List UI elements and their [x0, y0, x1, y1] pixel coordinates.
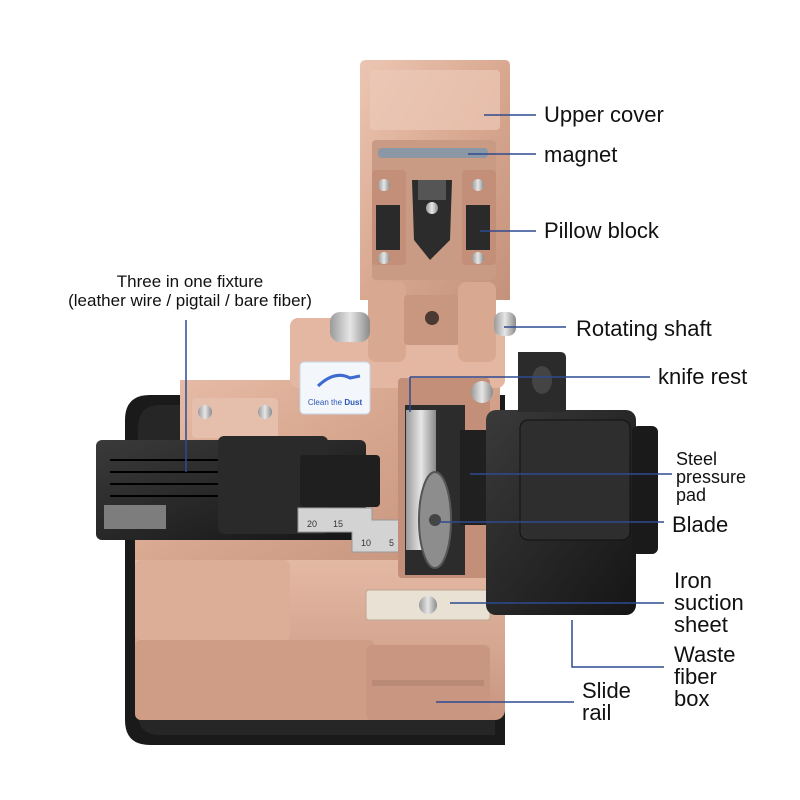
label-blade: Blade [672, 512, 729, 537]
scale-tick-20: 20 [307, 519, 317, 529]
label-pressure-line: pressure [676, 467, 747, 487]
label-upper-cover: Upper cover [544, 102, 664, 127]
rotating-shaft-right-cap [494, 312, 516, 336]
clean-dust-sticker [299, 361, 371, 415]
fixture-ribs [110, 459, 220, 497]
label-magnet: magnet [544, 142, 618, 167]
label-steel-line: Steel [676, 449, 718, 469]
label-pillow-block: Pillow block [544, 218, 659, 243]
fixture-plate [192, 398, 278, 438]
sticker-text-dust: Dust [342, 398, 362, 407]
label-slide-rail: Slide rail [582, 680, 631, 724]
lower-body-face [135, 640, 375, 720]
pillow-block-left-pad [376, 205, 400, 250]
label-fixture-line1: Three in one fixture [116, 272, 264, 291]
label-rotating-shaft: Rotating shaft [576, 316, 712, 341]
sticker-text: Clean the Dust [308, 398, 363, 407]
label-pad-line: pad [676, 485, 707, 505]
fixture-grip-plate [104, 505, 166, 529]
label-iron-line: Iron [674, 568, 712, 593]
upper-cover-top-highlight [370, 70, 500, 130]
rotating-shaft-left-cap [330, 312, 370, 342]
scale-tick-10: 10 [361, 538, 371, 548]
label-three-in-one-fixture: Three in one fixture (leather wire / pig… [40, 272, 340, 310]
leader-lines [185, 114, 672, 703]
hinge-left [368, 282, 406, 362]
label-fixture-line2: (leather wire / pigtail / bare fiber) [68, 291, 312, 310]
pillow-block-right-pad [466, 205, 490, 250]
label-fiber-line: fiber [674, 664, 717, 689]
scale-tick-5: 5 [389, 538, 394, 548]
label-waste-fiber-box: Waste fiber box [674, 644, 736, 710]
leader-waste-box [571, 620, 664, 668]
label-slide-line: Slide [582, 678, 631, 703]
label-waste-line: Waste [674, 642, 736, 667]
label-iron-suction-sheet: Iron suction sheet [674, 570, 744, 636]
steel-pad-bar [460, 430, 486, 525]
label-knife-rest: knife rest [658, 364, 748, 389]
magnet-strip [378, 148, 488, 158]
hinge-right [458, 282, 496, 362]
label-steel-pressure-pad: Steel pressure pad [676, 450, 746, 504]
lower-body-step [135, 560, 290, 640]
label-rail-line: rail [582, 700, 612, 725]
waste-fiber-box-lid [519, 419, 631, 541]
label-sheet-line: sheet [674, 612, 728, 637]
knife-rest-screw [471, 381, 493, 403]
scale-tick-15: 15 [333, 519, 343, 529]
label-box-line: box [674, 686, 710, 711]
waste-fiber-box-latch [632, 426, 658, 554]
label-suction-line: suction [674, 590, 744, 615]
